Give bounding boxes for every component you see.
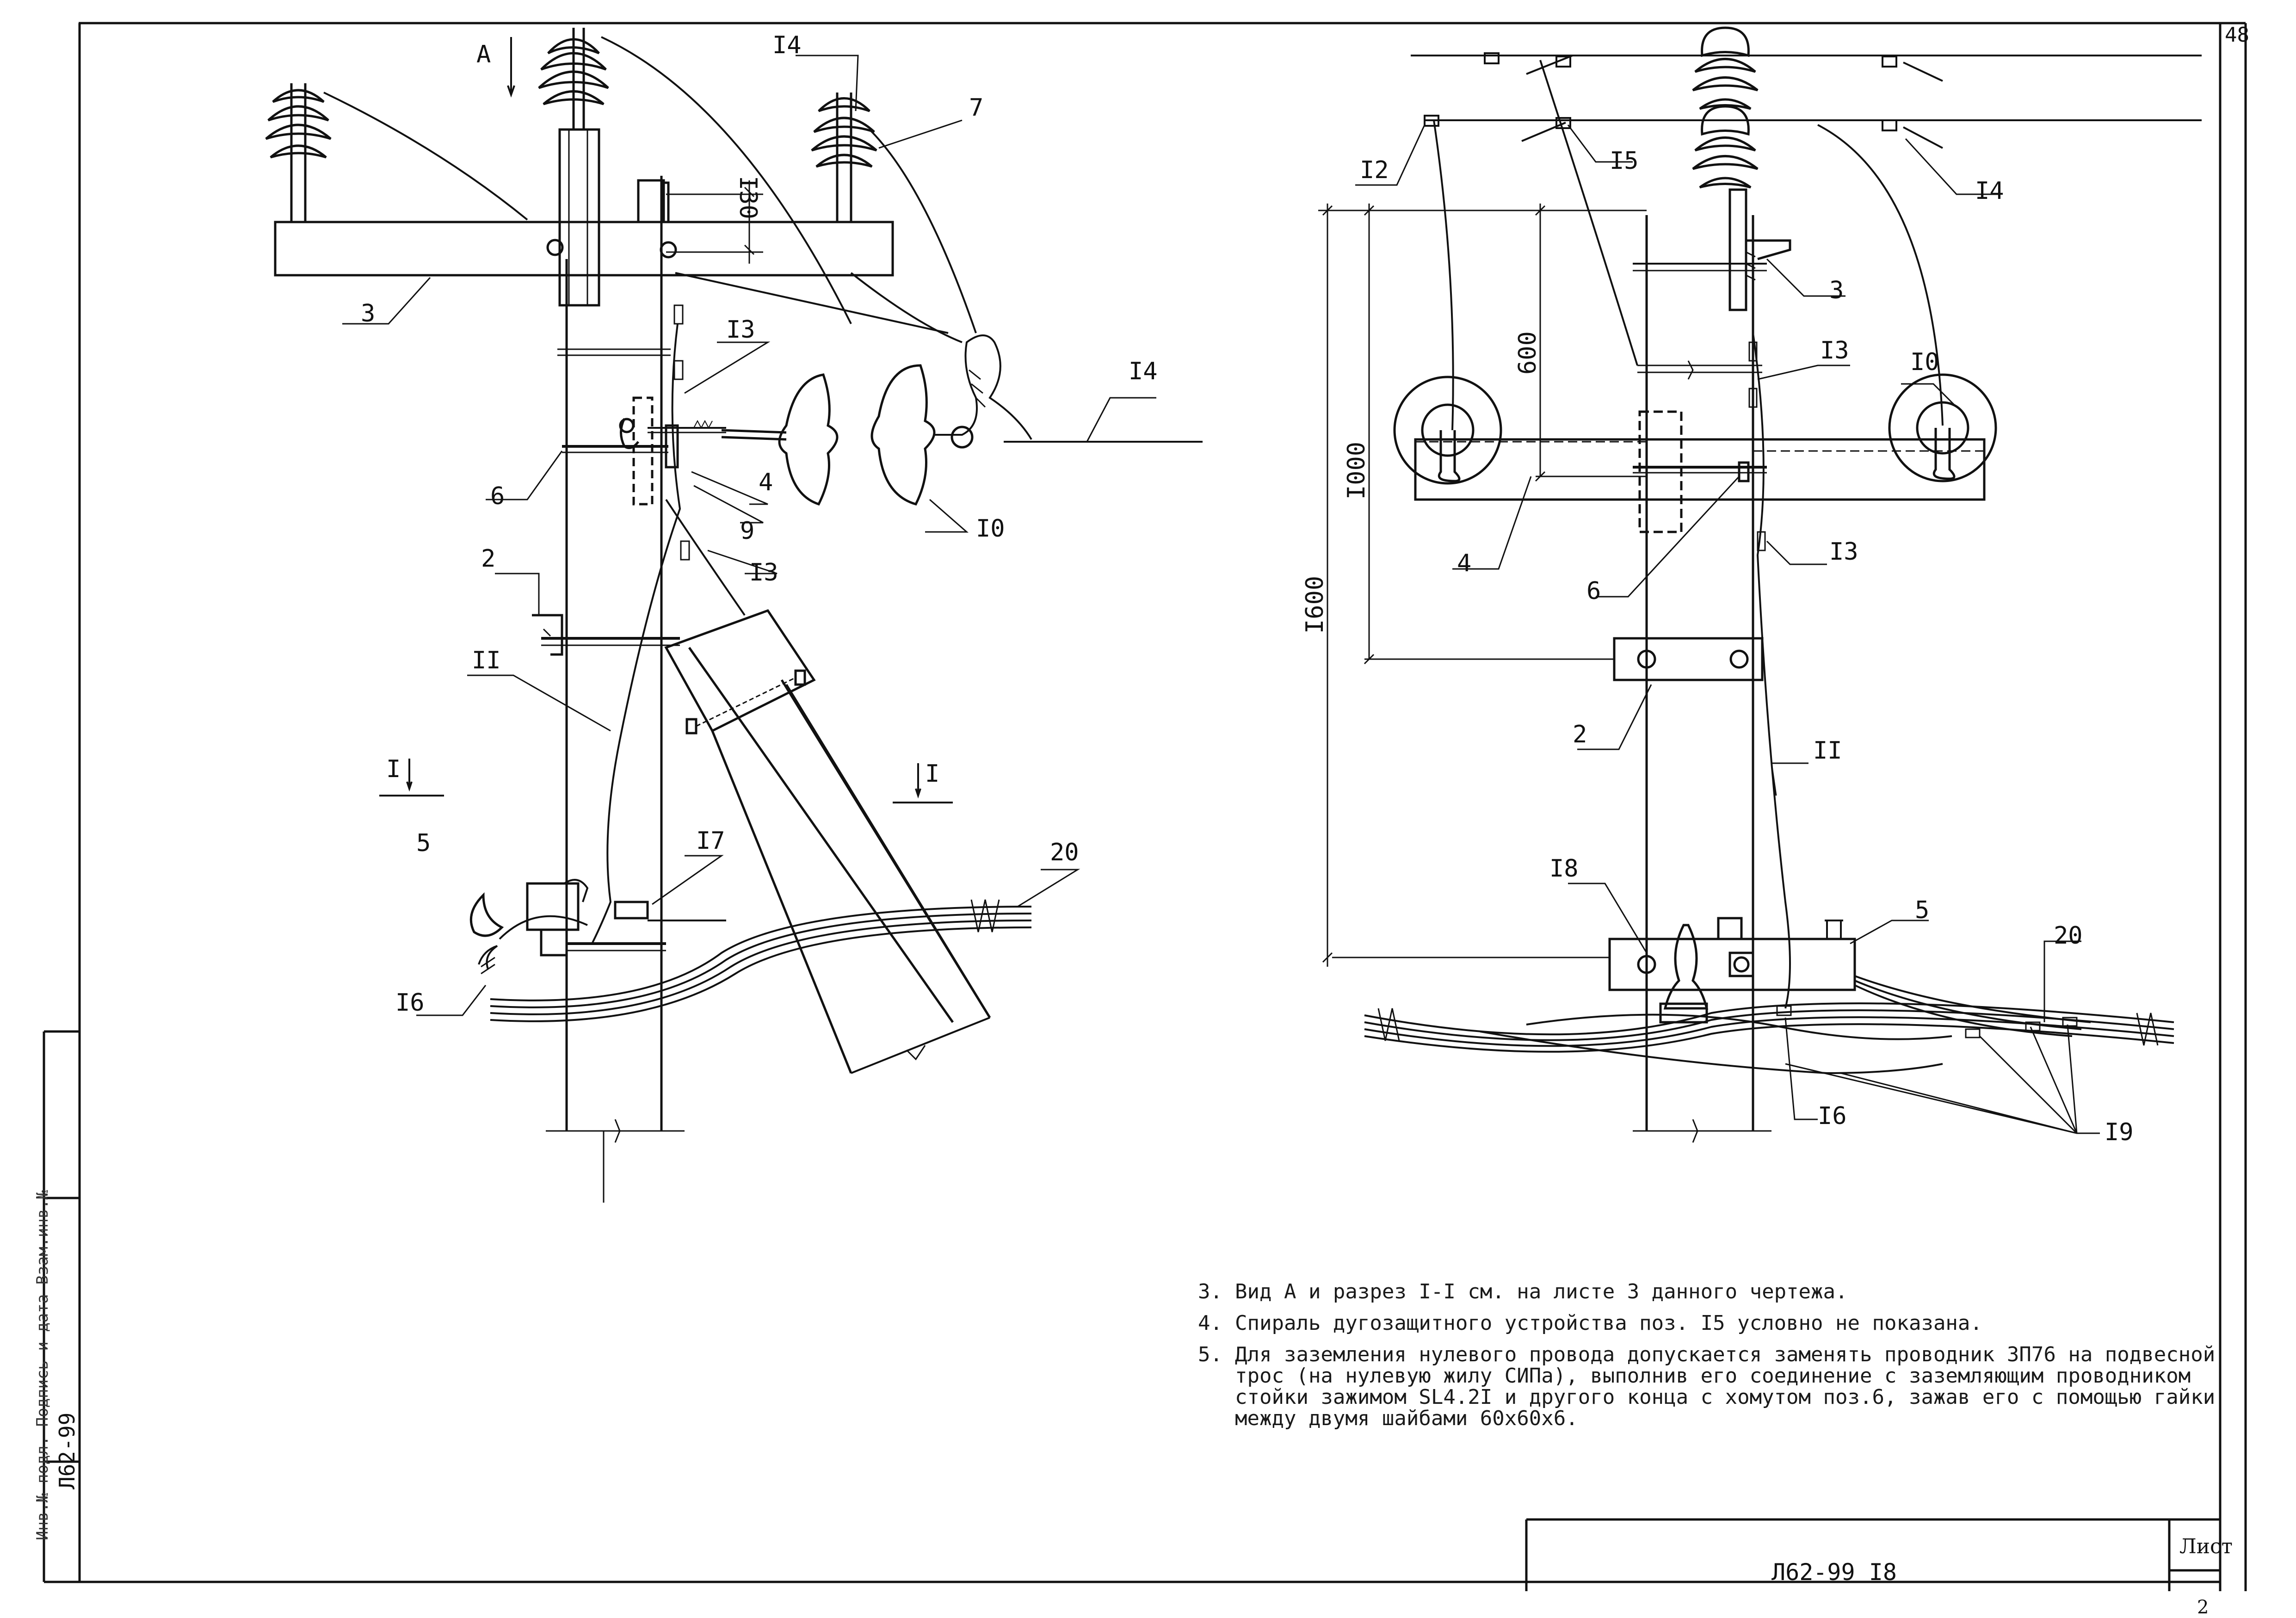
right-pos-10-label: I0: [1910, 348, 1939, 376]
right-view: [1318, 26, 2202, 1143]
right-pos-16-label: I6: [1818, 1102, 1847, 1130]
right-dim-1600-label: I600: [1301, 576, 1329, 634]
note-4-number: 4.: [1198, 1311, 1222, 1335]
left-labels: А I30 3 I4 7 I3 I4 6 4 9 I0 I3 2 II I I …: [361, 31, 1158, 1017]
right-pos-12-label: I2: [1360, 156, 1389, 184]
page-number: 48: [2225, 23, 2249, 47]
left-dim-130-label: I30: [734, 176, 762, 219]
note-5-number: 5.: [1198, 1343, 1222, 1366]
left-lower-clamp: [469, 879, 666, 975]
right-pos-18-label: I8: [1549, 855, 1579, 883]
title-block-list-label: Лист: [2179, 1535, 2233, 1558]
left-pos-14-label: I4: [772, 31, 802, 59]
left-earth-conductor: [591, 323, 746, 944]
right-pos-13a-label: I3: [1820, 337, 1849, 364]
left-pos-13a-label: I3: [726, 316, 755, 344]
left-strut: [664, 609, 991, 1074]
left-right-insulator: [811, 93, 877, 222]
right-bracket-2: [1613, 637, 1764, 681]
left-sip-bundle: [490, 899, 1032, 1022]
left-pole: [546, 176, 685, 1203]
right-pos-15-label: I5: [1610, 147, 1639, 175]
left-leaders: [342, 55, 1156, 1016]
right-pos-5-label: 5: [1915, 896, 1929, 924]
left-strain-insulator: [721, 334, 1032, 506]
title-block-sheet-number: 2: [2197, 1597, 2209, 1618]
left-wires: [323, 36, 1203, 443]
title-block-code: Л62-99 I8: [1771, 1559, 1897, 1586]
note-3: 3. Вид А и разрез I-I см. на листе 3 дан…: [1198, 1281, 2234, 1303]
left-section-markers: [379, 37, 953, 803]
left-top-insulator: [538, 28, 609, 307]
left-pos-11-label: II: [472, 647, 501, 674]
note-3-number: 3.: [1198, 1280, 1222, 1303]
side-stamp-text: Инв.№ подл. Подпись и дата Взам.инв.№: [33, 1190, 52, 1540]
left-pos-7-label: 7: [969, 94, 983, 122]
right-pos-3-label: 3: [1829, 277, 1844, 304]
left-outer-insulator: [265, 83, 332, 222]
right-clamp-6: [1633, 263, 1767, 533]
left-section-right-label: I: [925, 760, 939, 788]
left-pos-17-label: I7: [696, 827, 725, 855]
left-pos-14b-label: I4: [1129, 358, 1158, 385]
note-3-text: Вид А и разрез I-I см. на листе 3 данног…: [1235, 1280, 1848, 1303]
left-crossarm: [274, 179, 894, 277]
left-pos-13b-label: I3: [749, 559, 778, 587]
left-pos-2-label: 2: [481, 545, 495, 573]
right-lower-clamp: [1608, 917, 1856, 1024]
left-view: [265, 28, 1203, 1203]
drawing-notes: 3. Вид А и разрез I-I см. на листе 3 дан…: [1198, 1281, 2234, 1439]
left-pos-16-label: I6: [395, 989, 425, 1017]
left-dim-130: [666, 180, 763, 264]
right-pin-insulators: [1393, 373, 1997, 485]
note-4: 4. Спираль дугозащитного устройства поз.…: [1198, 1313, 2234, 1334]
right-crossarm: [1414, 438, 1986, 501]
right-top-wires: [1411, 52, 2202, 431]
left-bracket-2: [532, 614, 680, 656]
right-pos-13b-label: I3: [1829, 538, 1858, 566]
side-document-code: Л62-99: [55, 1412, 80, 1489]
right-earth-conductor: [1748, 333, 1792, 1016]
left-pos-20-label: 20: [1050, 839, 1079, 866]
left-pos-4-label: 4: [759, 469, 773, 496]
left-clamp-6: [562, 396, 726, 506]
left-view-a-label: А: [476, 41, 491, 68]
right-dimensions: [1318, 204, 1647, 967]
right-pos-4-label: 4: [1457, 550, 1471, 577]
sheet-frame: [43, 22, 2247, 1591]
right-pos-20-label: 20: [2054, 922, 2083, 950]
right-pos-2-label: 2: [1573, 721, 1587, 748]
left-pos-10-label: I0: [976, 515, 1005, 543]
right-pos-19-label: I9: [2105, 1118, 2134, 1146]
note-4-text: Спираль дугозащитного устройства поз. I5…: [1235, 1311, 1982, 1335]
right-sip-bundle: [1364, 975, 2174, 1075]
right-labels: I2 I5 I4 3 I3 I0 600 I000 I600 4 6 I3 2 …: [1301, 147, 2134, 1146]
left-section-left-label: I: [386, 755, 401, 783]
note-5: 5. Для заземления нулевого провода допус…: [1198, 1344, 2234, 1429]
right-dim-600-label: 600: [1514, 331, 1542, 375]
right-pos-14-label: I4: [1975, 177, 2004, 205]
left-sleeves: [673, 304, 690, 561]
left-pos-6-label: 6: [490, 482, 505, 510]
note-5-text: Для заземления нулевого провода допускае…: [1235, 1343, 2216, 1430]
left-pos-9-label: 9: [740, 517, 754, 545]
right-leaders: [1355, 124, 2100, 1134]
left-pos-5-label: 5: [416, 829, 431, 857]
right-pos-6-label: 6: [1586, 577, 1601, 605]
right-top-insulators: [1692, 26, 1791, 311]
right-pos-11-label: II: [1813, 737, 1842, 765]
left-pos-3-label: 3: [361, 300, 375, 327]
right-pole: [1633, 215, 1771, 1143]
right-dim-1000-label: I000: [1343, 442, 1370, 500]
